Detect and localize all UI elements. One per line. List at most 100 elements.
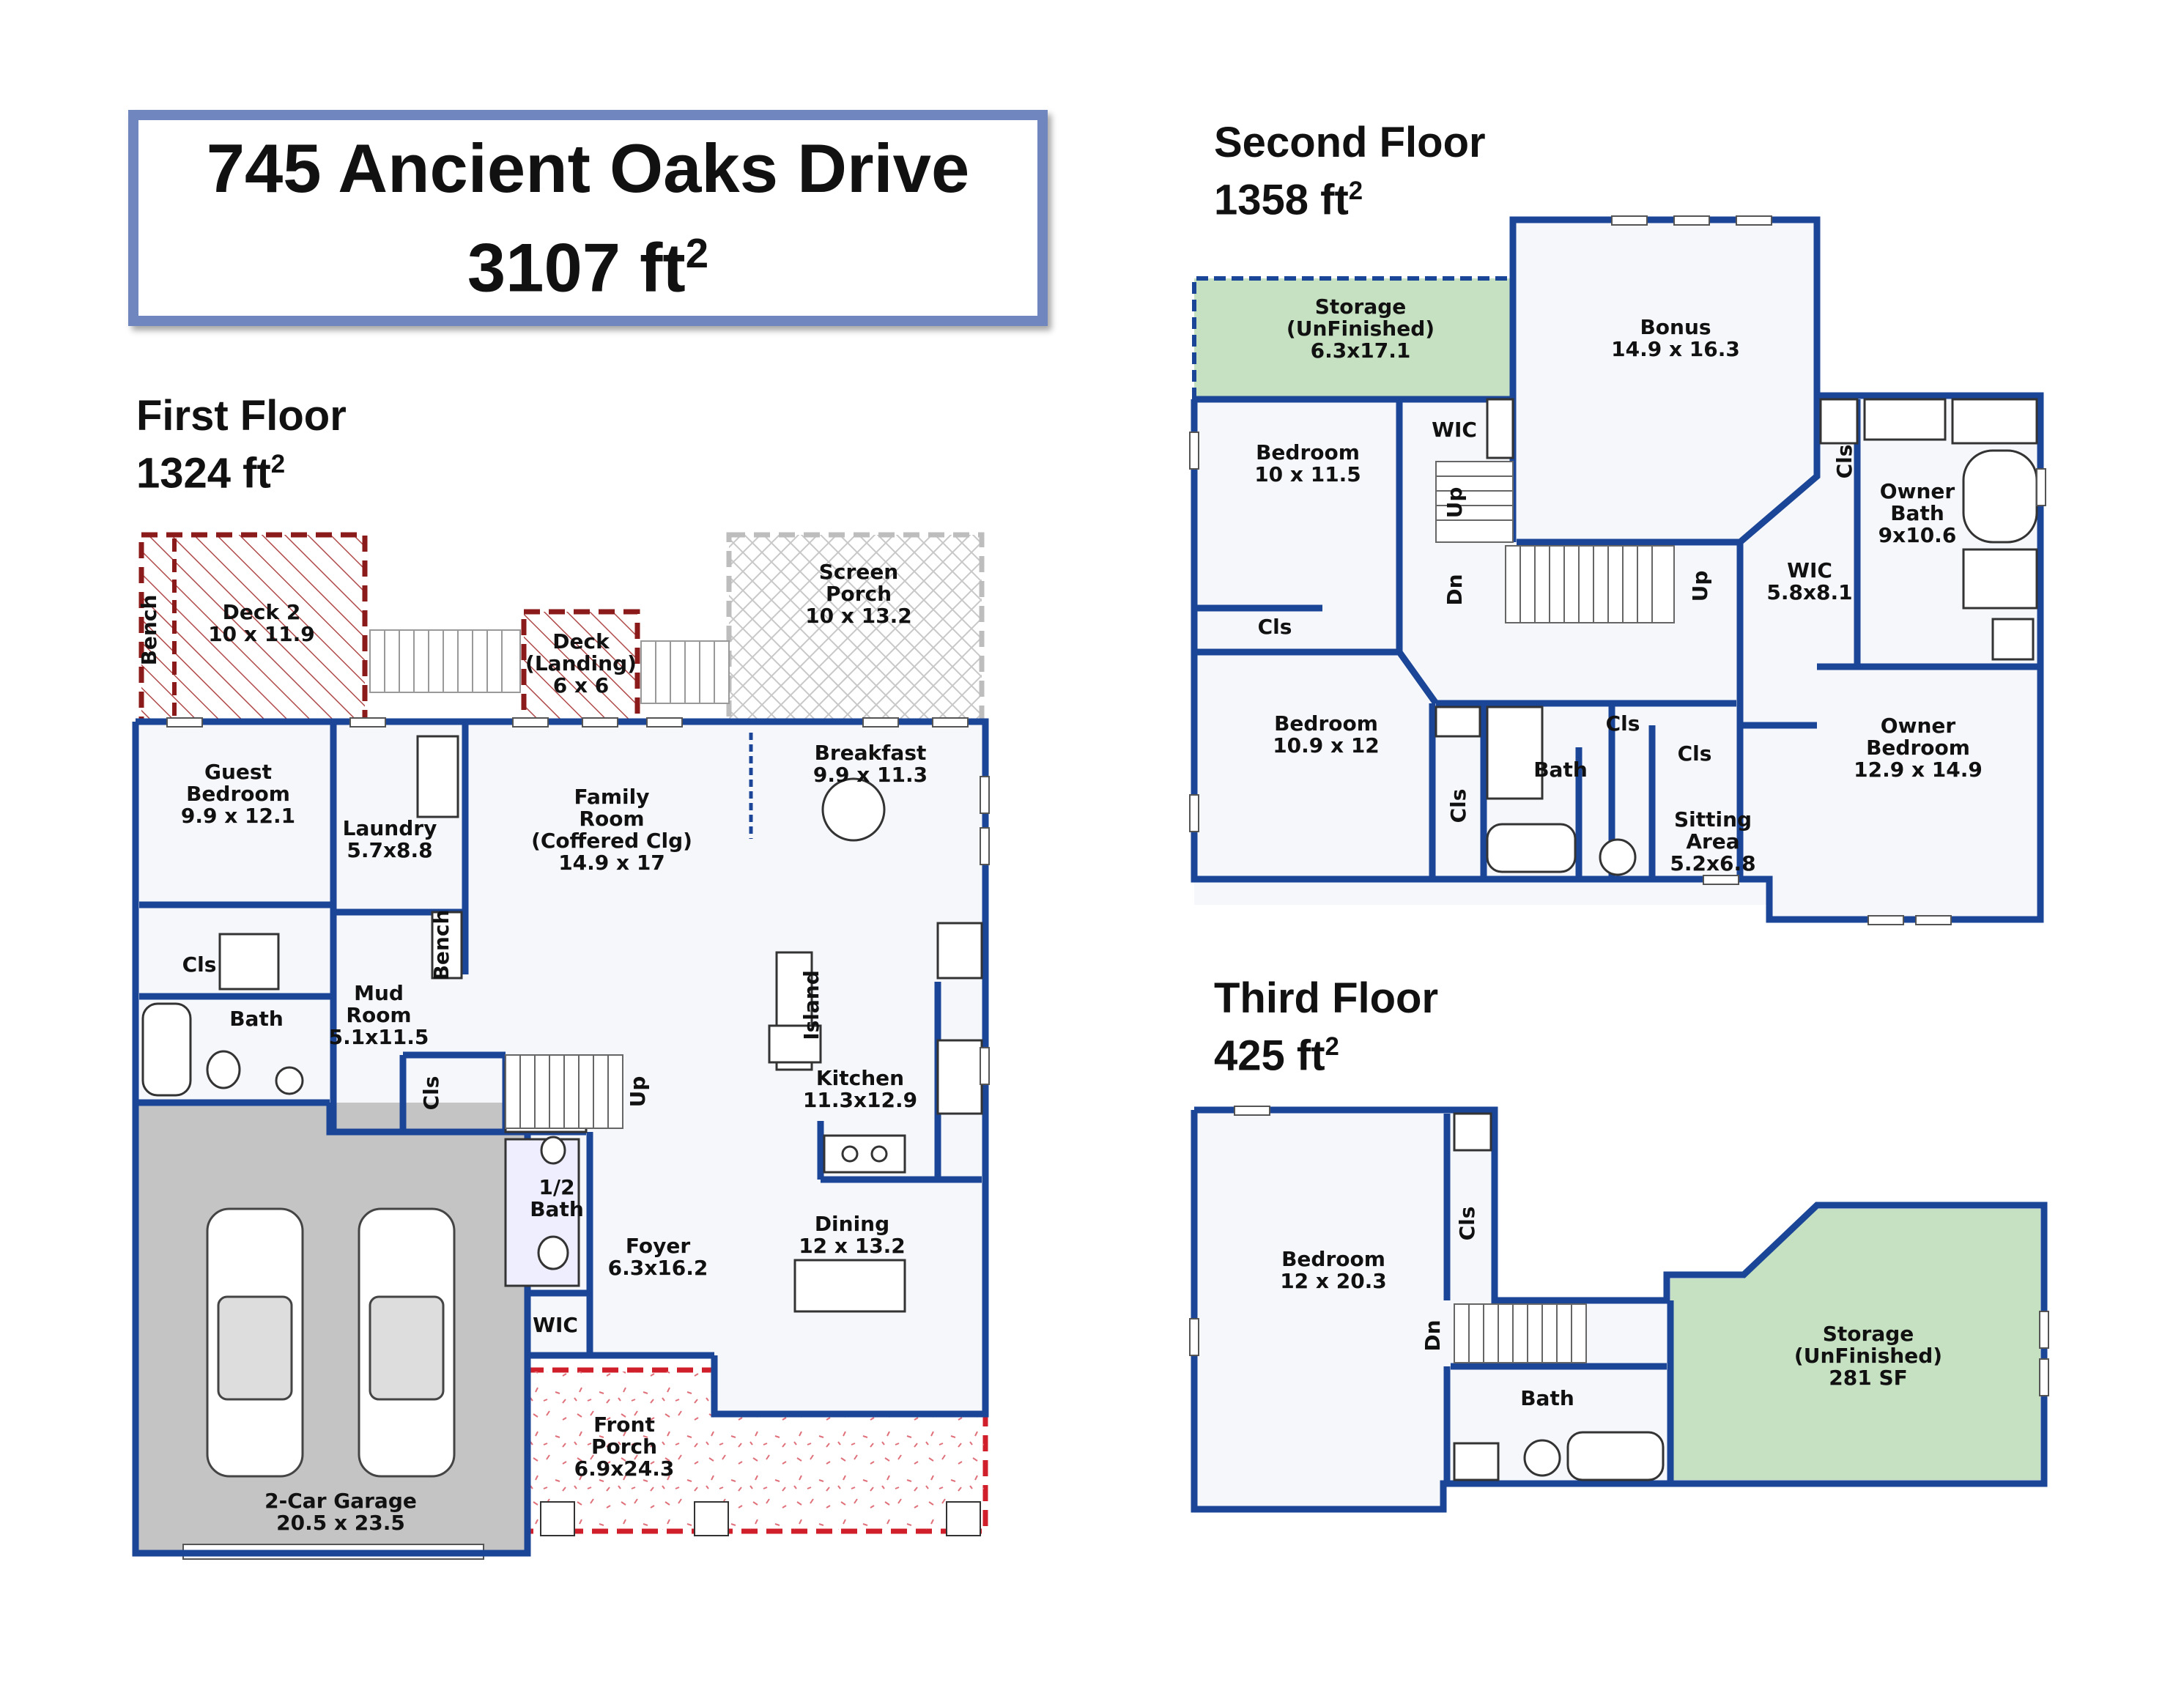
room-label-line: Bedroom [1866, 736, 1970, 760]
room-label-deck2-bench: Bench [137, 595, 161, 666]
room-label-line: Family [574, 785, 649, 809]
room-label-line: Area [1686, 829, 1739, 854]
room-label-line: 9.9 x 11.3 [813, 763, 928, 787]
room-label-line: Kitchen [816, 1066, 904, 1090]
room-label-line: Bench [137, 595, 161, 666]
room-label-line: 6 x 6 [553, 673, 610, 697]
second-floor-fixtures [1435, 398, 2038, 876]
room-label-line: Deck 2 [223, 600, 301, 624]
room-label-line: Bath [229, 1007, 284, 1031]
first-floor-heading: First Floor 1324 ft2 [136, 392, 347, 497]
room-label-line: (Landing) [525, 651, 637, 675]
room-label-mud-bench: Bench [429, 910, 454, 981]
deck-stairs [369, 629, 730, 704]
room-label-line: 5.1x11.5 [329, 1025, 429, 1049]
room-label-line: Cls [1606, 711, 1640, 736]
room-label-line: Cls [1258, 615, 1292, 639]
room-label-line: Island [799, 970, 823, 1040]
room-label-line: WIC [533, 1313, 578, 1337]
room-label-line: 11.3x12.9 [803, 1088, 917, 1112]
room-label-owner-cls: Cls [1832, 445, 1857, 479]
porch-columns [540, 1501, 981, 1536]
room-label-line: 5.8x8.1 [1766, 580, 1852, 604]
room-label-cls-d: Cls [1678, 741, 1712, 766]
room-label-line: Cls [1832, 445, 1857, 479]
room-label-line: Bedroom [1281, 1247, 1385, 1271]
room-label-line: Sitting [1674, 807, 1752, 832]
room-label-line: 1/2 [538, 1175, 574, 1199]
room-label-line: Porch [591, 1435, 657, 1459]
deck-2 [138, 532, 368, 725]
room-label-line: Bath [1520, 1386, 1574, 1410]
deck-landing [521, 609, 640, 725]
room-label-line: Breakfast [815, 741, 927, 765]
third-floor-fixtures [1453, 1112, 1665, 1481]
room-label-stair-up-a: Up [1443, 487, 1467, 519]
room-label-line: Front [593, 1413, 655, 1437]
room-label-line: Guest [204, 760, 272, 784]
floor-name: Second Floor [1214, 119, 1486, 166]
room-label-line: Cls [1455, 1207, 1479, 1241]
first-floor-plan [132, 532, 990, 1560]
room-label-line: Dn [1421, 1319, 1445, 1351]
room-label-line: Up [626, 1076, 650, 1108]
third-floor-heading: Third Floor 425 ft2 [1214, 974, 1438, 1080]
interior-stair [505, 1054, 623, 1129]
room-label-line: 10.9 x 12 [1273, 733, 1380, 758]
room-label-line: 14.9 x 17 [558, 851, 665, 875]
room-label-line: 6.9x24.3 [574, 1456, 675, 1481]
room-label-line: Bath [1533, 758, 1588, 782]
floor-area: 1324 ft2 [136, 449, 286, 497]
room-label-line: 5.7x8.8 [347, 838, 432, 862]
room-label-line: WIC [1432, 418, 1477, 442]
room-label-line: Screen [819, 560, 899, 584]
room-label-line: Cls [1446, 789, 1470, 823]
room-label-line: Foyer [626, 1234, 690, 1258]
room-label-line: 6.3x16.2 [608, 1256, 708, 1280]
room-label-line: Owner [1881, 714, 1956, 738]
room-label-line: Deck [552, 629, 610, 654]
screen-porch [726, 532, 985, 725]
room-label-line: Dn [1443, 574, 1467, 605]
title-box: 745 Ancient Oaks Drive 3107 ft2 [128, 110, 1048, 326]
room-label-stair-up-b: Up [1688, 571, 1712, 602]
floor-name: Third Floor [1214, 974, 1439, 1022]
room-label-line: Room [579, 807, 644, 831]
room-label-line: Bath [1890, 501, 1944, 525]
room-label-line: 20.5 x 23.5 [276, 1511, 405, 1535]
room-label-line: Storage [1823, 1322, 1914, 1346]
room-label-line: WIC [1787, 558, 1832, 582]
room-label-foyer-wic: WIC [533, 1313, 578, 1337]
room-label-stair-dn: Dn [1443, 574, 1467, 605]
second-floor-stair [1435, 461, 1675, 623]
room-label-line: Dining [815, 1212, 889, 1236]
storage-unfinished [1194, 278, 1513, 399]
room-label-line: Porch [826, 582, 892, 606]
room-label-line: Bonus [1640, 315, 1711, 339]
floor-area: 425 ft2 [1214, 1032, 1339, 1080]
room-label-mud-cls: Cls [419, 1076, 443, 1111]
room-label-line: (UnFinished) [1794, 1344, 1942, 1368]
room-label-line: Cls [1678, 741, 1712, 766]
room-label-line: Laundry [343, 816, 437, 840]
room-label-line: 281 SF [1829, 1366, 1908, 1390]
room-label-line: Up [1688, 571, 1712, 602]
third-floor-stair [1454, 1303, 1587, 1363]
